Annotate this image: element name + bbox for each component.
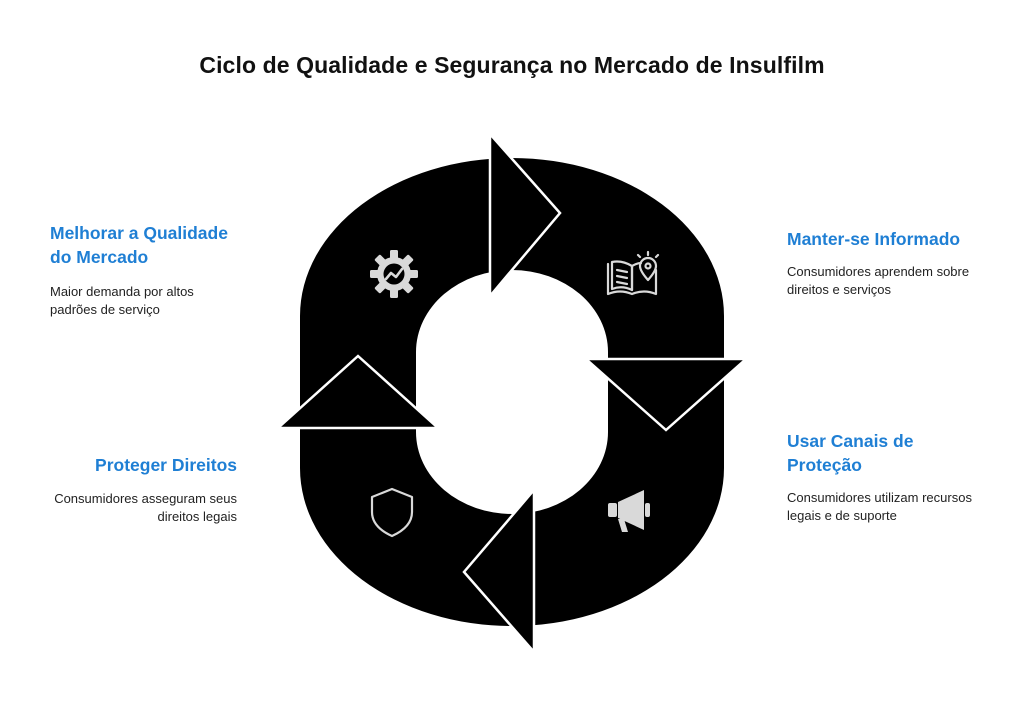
arrow-bottom xyxy=(462,486,536,656)
step-description: Consumidores utilizam recursos legais e … xyxy=(787,490,972,523)
step-title: Usar Canais de Proteção xyxy=(787,431,914,475)
gear-chart-icon xyxy=(370,250,418,298)
step-title: Melhorar a Qualidade do Mercado xyxy=(50,223,228,267)
arrow-right xyxy=(582,357,750,432)
arrow-left xyxy=(274,354,442,430)
megaphone-icon xyxy=(608,490,650,532)
step-description: Consumidores asseguram seus direitos leg… xyxy=(54,491,237,524)
diagram-title: Ciclo de Qualidade e Segurança no Mercad… xyxy=(199,52,825,78)
step-use-protection-channels: Usar Canais de Proteção Consumidores uti… xyxy=(787,429,977,525)
step-title: Proteger Direitos xyxy=(95,455,237,475)
arrow-top xyxy=(488,130,562,300)
step-stay-informed: Manter-se Informado Consumidores aprende… xyxy=(787,227,977,299)
shield-icon xyxy=(370,487,414,538)
step-title: Manter-se Informado xyxy=(787,229,961,249)
step-description: Maior demanda por altos padrões de servi… xyxy=(50,284,194,317)
step-protect-rights: Proteger Direitos Consumidores asseguram… xyxy=(40,453,237,526)
book-location-icon xyxy=(606,250,660,296)
step-improve-quality: Melhorar a Qualidade do Mercado Maior de… xyxy=(50,221,240,319)
step-description: Consumidores aprendem sobre direitos e s… xyxy=(787,264,970,297)
